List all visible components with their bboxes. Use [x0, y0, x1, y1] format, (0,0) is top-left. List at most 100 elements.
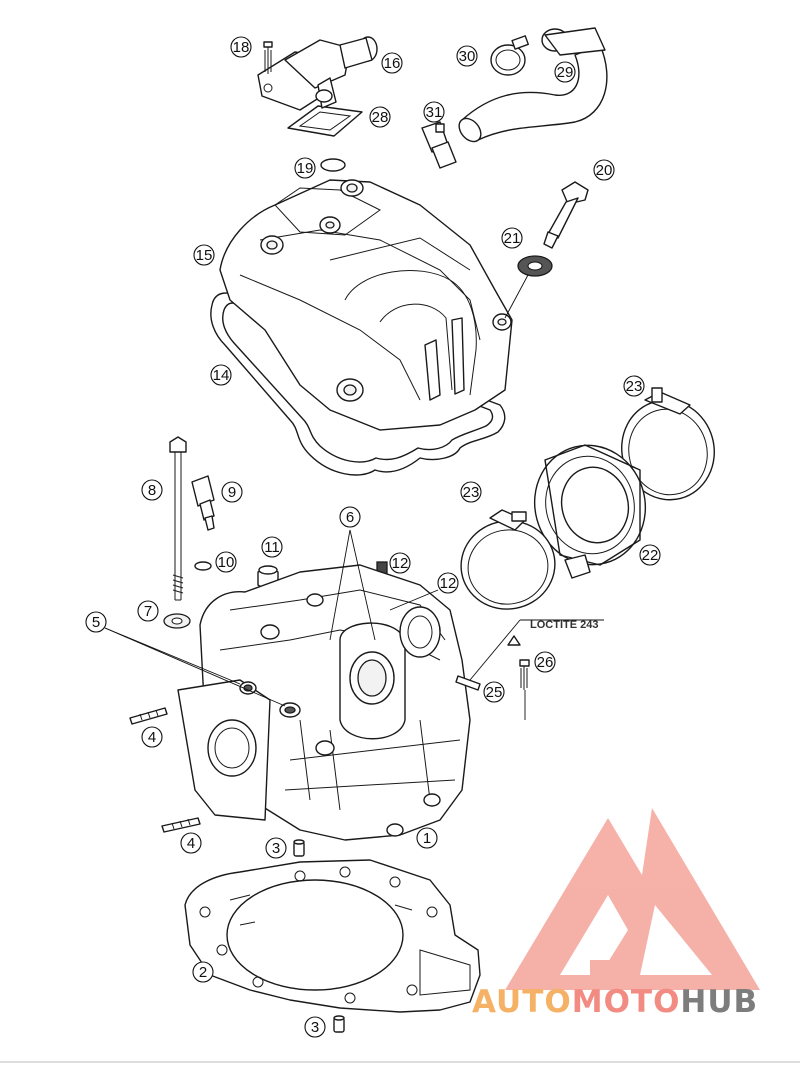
callout-circle — [389, 552, 411, 574]
callout-number: 19 — [297, 160, 314, 177]
head-gasket-part-2 — [184, 859, 481, 1013]
callout-26: 26 — [534, 651, 556, 673]
callout-circle — [193, 244, 215, 266]
callout-circle — [501, 227, 523, 249]
callout-circle — [221, 481, 243, 503]
callout-circle — [141, 479, 163, 501]
o-ring-part-10 — [194, 561, 212, 571]
screw-part-25 — [455, 675, 481, 691]
callout-number: 25 — [486, 684, 503, 701]
callout-9: 9 — [221, 481, 243, 503]
callout-21: 21 — [501, 227, 523, 249]
dowel-part-3-upper — [293, 839, 305, 857]
watermark-text-hub: HUB — [680, 984, 758, 1020]
callout-number: 23 — [463, 484, 480, 501]
callout-circle — [534, 651, 556, 673]
callout-circle — [456, 45, 478, 67]
callout-number: 9 — [228, 484, 236, 501]
dowel-part-3-lower — [333, 1015, 345, 1033]
callout-circle — [339, 506, 361, 528]
gasket-part-28 — [287, 105, 363, 137]
callout-number: 31 — [426, 104, 443, 121]
callout-number: 12 — [440, 575, 457, 592]
valve-cover-part-15 — [219, 179, 513, 431]
callout-circle — [85, 611, 107, 633]
callout-11: 11 — [261, 536, 283, 558]
callout-18: 18 — [230, 36, 252, 58]
washer-part-7 — [163, 613, 191, 629]
callout-3: 3 — [304, 1016, 326, 1038]
callout-25: 25 — [483, 681, 505, 703]
callout-number: 8 — [148, 482, 156, 499]
callout-number: 3 — [311, 1019, 319, 1036]
temperature-sensor-part-9 — [191, 475, 215, 531]
watermark-text-auto: AUTO — [472, 984, 572, 1020]
callout-5: 5 — [85, 611, 107, 633]
callout-number: 10 — [218, 554, 235, 571]
callout-2: 2 — [192, 961, 214, 983]
callout-circle — [593, 159, 615, 181]
callout-4: 4 — [141, 726, 163, 748]
watermark-text-moto: MOTO — [572, 984, 681, 1020]
washer-part-21 — [517, 255, 553, 277]
callout-number: 26 — [537, 654, 554, 671]
o-ring-part-19 — [320, 158, 346, 172]
callout-number: 20 — [596, 162, 613, 179]
bolt-part-18 — [263, 41, 273, 74]
callout-circle — [639, 544, 661, 566]
callout-23: 23 — [460, 481, 482, 503]
callout-6: 6 — [339, 506, 361, 528]
callout-3: 3 — [265, 837, 287, 859]
callout-23: 23 — [623, 375, 645, 397]
callout-number: 29 — [557, 64, 574, 81]
callout-number: 6 — [346, 509, 354, 526]
callout-circle — [294, 157, 316, 179]
callout-29: 29 — [554, 61, 576, 83]
callout-22: 22 — [639, 544, 661, 566]
callout-circle — [483, 681, 505, 703]
callout-circle — [192, 961, 214, 983]
callout-number: 23 — [626, 378, 643, 395]
callout-number: 21 — [504, 230, 521, 247]
callout-circle — [623, 375, 645, 397]
thermostat-housing-part-16 — [257, 36, 378, 111]
callout-number: 22 — [642, 547, 659, 564]
callout-14: 14 — [210, 364, 232, 386]
callout-circle — [180, 832, 202, 854]
cylinder-head-part-1 — [177, 564, 471, 841]
callout-1: 1 — [416, 827, 438, 849]
callout-4: 4 — [180, 832, 202, 854]
bolt-part-20 — [543, 181, 589, 249]
callout-circle — [381, 52, 403, 74]
callout-7: 7 — [137, 600, 159, 622]
leader-lines — [104, 274, 604, 720]
callout-circle — [437, 572, 459, 594]
callout-16: 16 — [381, 52, 403, 74]
callout-12: 12 — [389, 552, 411, 574]
callout-number: 18 — [233, 39, 250, 56]
callout-number: 5 — [92, 614, 100, 631]
callout-circle — [416, 827, 438, 849]
hose-clamp-part-23-top — [621, 387, 715, 501]
callout-circle — [137, 600, 159, 622]
callout-number: 7 — [144, 603, 152, 620]
callout-circle — [460, 481, 482, 503]
callout-circle — [265, 837, 287, 859]
callout-number: 4 — [148, 729, 156, 746]
loctite-annotation: LOCTITE 243 — [530, 619, 598, 631]
loctite-drop — [507, 635, 521, 646]
callout-19: 19 — [294, 157, 316, 179]
callout-31: 31 — [423, 101, 445, 123]
intake-boot-part-22 — [533, 444, 647, 579]
screw-part-26 — [519, 659, 530, 690]
callout-number: 12 — [392, 555, 409, 572]
hose-clamp-part-30 — [490, 35, 529, 76]
callout-circle — [423, 101, 445, 123]
callout-circle — [369, 106, 391, 128]
callout-circle — [554, 61, 576, 83]
callout-20: 20 — [593, 159, 615, 181]
stud-part-4-lower — [161, 817, 201, 833]
callout-number: 11 — [264, 539, 280, 556]
